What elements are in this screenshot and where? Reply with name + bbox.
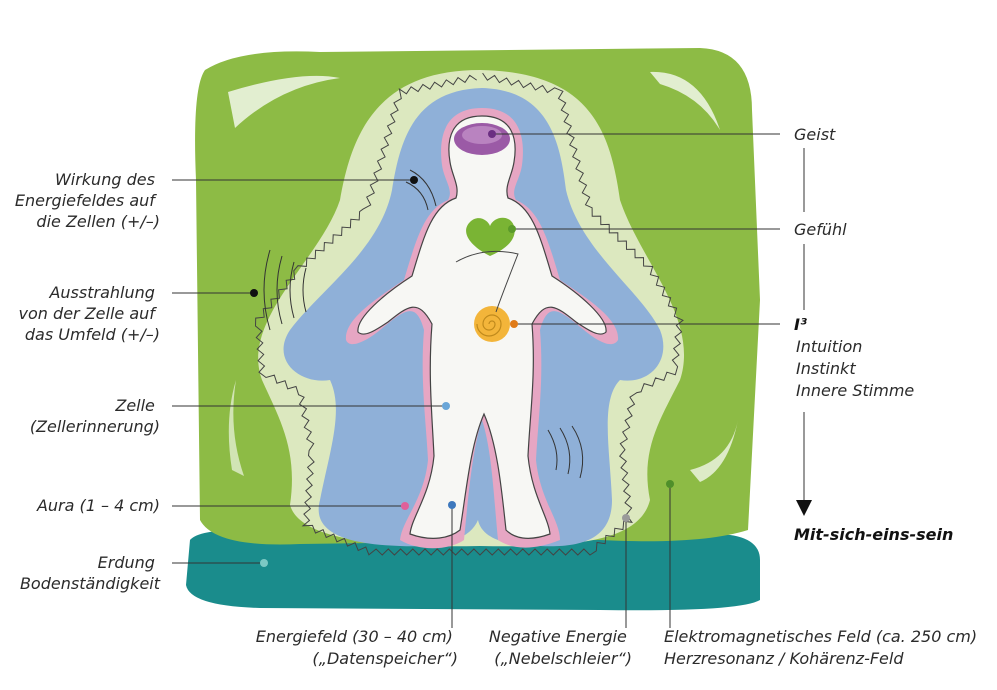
label-ausstrahlung: Ausstrahlung von der Zelle auf das Umfel… [19, 283, 160, 344]
dot-wirkung [410, 176, 418, 184]
flow-arrow-icon [796, 500, 812, 516]
dot-ausstrahlung [250, 289, 258, 297]
label-elektro: Elektromagnetisches Feld (ca. 250 cm) He… [664, 627, 982, 668]
label-energiefeld: Energiefeld (30 – 40 cm) („Datenspeicher… [256, 627, 458, 668]
spirit-inner [462, 126, 502, 144]
label-erdung: Erdung Bodenständigkeit [20, 553, 161, 593]
solar-plexus-spiral [474, 306, 510, 342]
dot-gefuehl [508, 225, 516, 233]
label-geist: Geist [794, 125, 836, 144]
dot-erdung [260, 559, 268, 567]
label-gefuehl: Gefühl [794, 220, 847, 239]
label-wirkung: Wirkung des Energiefeldes auf die Zellen… [15, 170, 160, 231]
dot-negative [622, 514, 630, 522]
label-zelle: Zelle (Zellerinnerung) [30, 396, 160, 436]
label-i3: I³ [794, 315, 807, 334]
label-aura: Aura (1 – 4 cm) [36, 496, 160, 515]
dot-energiefeld [448, 501, 456, 509]
dot-geist [488, 130, 496, 138]
dot-aura [401, 502, 409, 510]
label-i3-items: Intuition Instinkt Innere Stimme [796, 337, 914, 400]
label-einssein: Mit-sich-eins-sein [794, 525, 953, 544]
dot-i3 [510, 320, 518, 328]
label-negative: Negative Energie („Nebelschleier“) [489, 627, 632, 668]
dot-elektro [666, 480, 674, 488]
dot-zelle [442, 402, 450, 410]
